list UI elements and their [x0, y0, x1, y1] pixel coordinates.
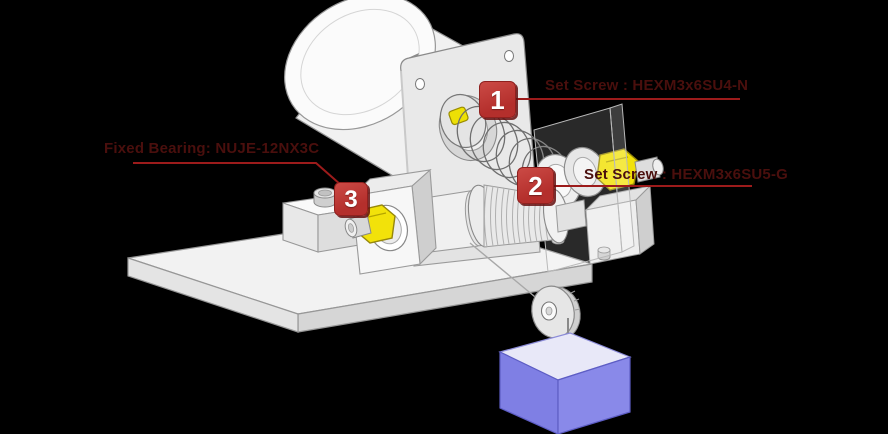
wire-rope	[469, 242, 547, 307]
callout-label-2: Set Screw : HEXM3x6SU5-G	[584, 166, 789, 183]
set-screw-yellow-2	[596, 148, 639, 191]
cap-screw	[313, 187, 337, 208]
set-screw-yellow-1	[448, 106, 469, 126]
base-screw	[597, 246, 611, 261]
callout-badge-2: 2	[517, 167, 554, 204]
callout-label-1: Set Screw : HEXM3x6SU4-N	[545, 77, 749, 94]
leader-line-3	[133, 162, 342, 186]
callout-label-3: Fixed Bearing: NUJE-12NX3C	[104, 140, 320, 157]
clamp-coupling	[563, 146, 664, 198]
pulley-disc	[531, 285, 581, 340]
callout-badge-3: 3	[334, 182, 368, 216]
callout-badge-1: 1	[479, 81, 516, 118]
leader-lines	[133, 98, 752, 187]
weight-cube	[498, 332, 632, 434]
